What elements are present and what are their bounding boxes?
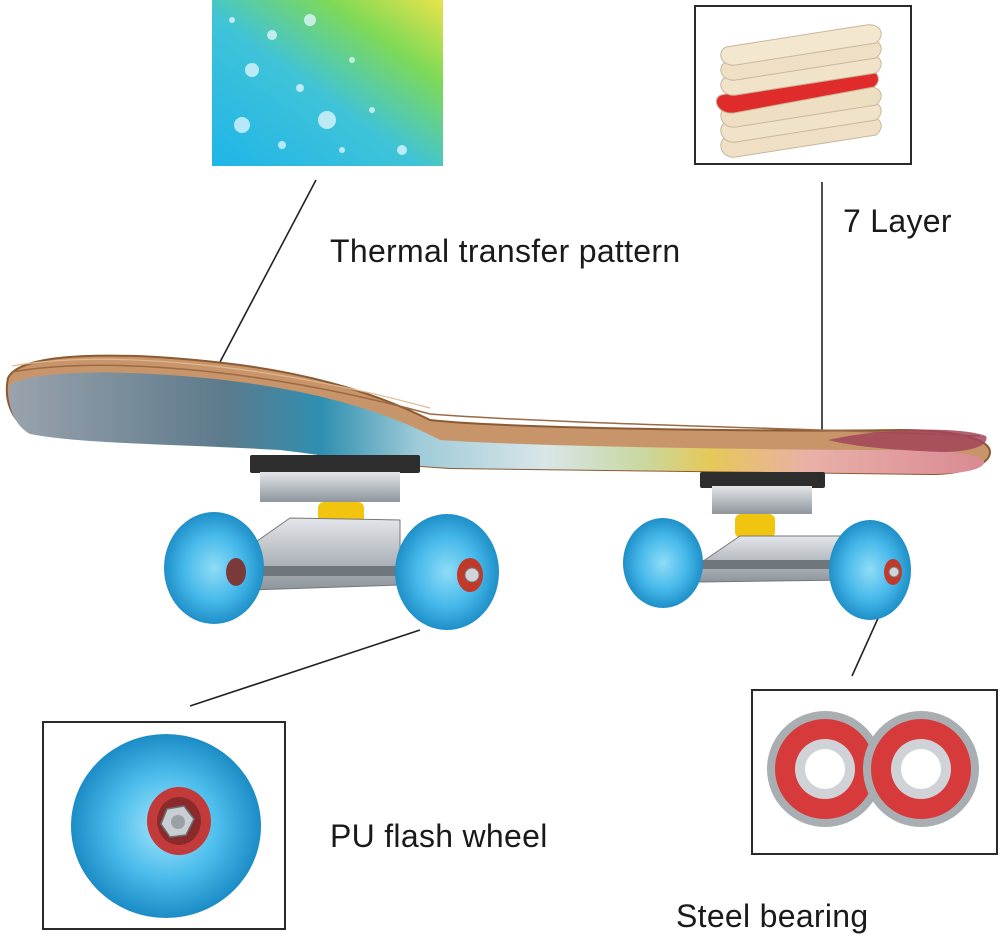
thermal-pattern-image <box>212 0 443 166</box>
deck <box>5 354 992 476</box>
thermal-callout-line <box>219 179 317 363</box>
seven-layer-label: 7 Layer <box>843 203 952 239</box>
steel-bearing-label: Steel bearing <box>676 898 869 934</box>
wheel-front-right <box>395 514 499 630</box>
thermal-transfer-label: Thermal transfer pattern <box>330 233 681 269</box>
front-truck <box>222 455 452 591</box>
wheel-inset <box>42 721 286 930</box>
wheel-callout-line <box>189 629 421 707</box>
wheel-front-left <box>164 512 264 624</box>
pu-wheel-image <box>44 723 284 928</box>
rear-truck <box>680 472 880 583</box>
thermal-pattern-inset <box>212 0 443 166</box>
ply-layers-image <box>696 7 910 163</box>
deck-graphic <box>8 372 984 474</box>
wheel-rear-left <box>623 518 703 608</box>
bearing-inset <box>751 689 998 855</box>
bearing-right <box>863 711 979 827</box>
bearing-left <box>767 711 883 827</box>
steel-bearing-image <box>753 691 996 853</box>
layers-inset <box>694 5 912 165</box>
pu-wheel-label: PU flash wheel <box>330 818 548 854</box>
wheel-rear-right <box>829 520 911 620</box>
